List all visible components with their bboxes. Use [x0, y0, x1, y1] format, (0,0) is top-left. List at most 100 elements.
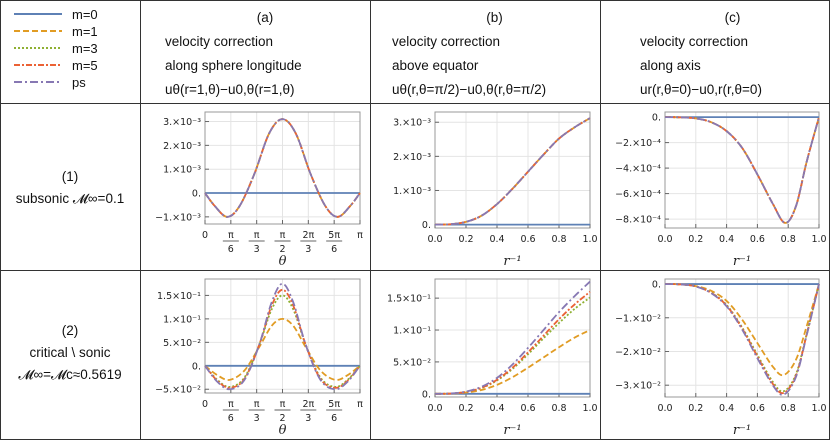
x-tick-label: 2π3 [300, 230, 317, 255]
y-tick-label: −3.×10⁻² [615, 381, 661, 392]
y-tick-label: 3.×10⁻³ [163, 117, 201, 128]
y-tick-label: 1.×10⁻¹ [393, 326, 431, 337]
x-tick-label: π3 [248, 230, 265, 255]
table-divider-row [0, 270, 830, 271]
series-line-m5 [664, 116, 820, 224]
x-axis-label: r⁻¹ [733, 423, 751, 438]
row-line1: subsonic 𝓜∞=0.1 [15, 191, 125, 206]
y-tick-label: 1.5×10⁻¹ [157, 291, 201, 302]
x-tick-den: 3 [305, 244, 311, 255]
x-tick-label: 0.2 [458, 403, 473, 414]
y-tick-label: −2.×10⁻⁴ [615, 138, 661, 149]
plot-frame [664, 111, 820, 229]
row-number: (1) [61, 169, 79, 184]
legend-label: m=1 [72, 23, 98, 39]
column-line1: velocity correction [640, 34, 749, 49]
x-tick-label: π [357, 399, 363, 410]
x-tick-label: 0.4 [719, 234, 734, 245]
legend-swatch [14, 81, 62, 83]
series-line-ps [204, 118, 361, 218]
table-divider-col2 [370, 0, 371, 440]
x-tick-label: 0.0 [657, 234, 672, 245]
x-tick-den: 6 [228, 244, 234, 255]
x-tick-num: 2π [302, 399, 314, 410]
column-header-a: (a) velocity correction along sphere lon… [165, 6, 365, 102]
y-tick-label: 0. [422, 220, 431, 231]
series-line-ps [204, 282, 361, 391]
y-tick-label: 1.5×10⁻¹ [387, 294, 431, 305]
series-line-m1 [434, 117, 591, 226]
x-tick-num: π [254, 399, 260, 410]
series-line-m5 [434, 291, 591, 395]
column-line2: above equator [392, 58, 479, 73]
legend-item: m=5 [14, 57, 98, 73]
x-tick-num: π [228, 399, 234, 410]
y-tick-label: −6.×10⁻⁴ [615, 189, 661, 200]
x-tick-den: 6 [331, 244, 337, 255]
table-divider-col1 [140, 0, 141, 440]
y-tick-label: −5.×10⁻² [155, 385, 201, 396]
y-tick-label: 5.×10⁻² [163, 338, 201, 349]
legend-item: m=3 [14, 40, 98, 56]
x-tick-label: 1.0 [582, 234, 597, 245]
x-axis-label: r⁻¹ [503, 423, 521, 438]
x-tick-label: π2 [274, 399, 291, 424]
x-tick-label: π3 [248, 399, 265, 424]
legend-swatch [14, 13, 62, 15]
x-tick-label: 0.8 [551, 234, 566, 245]
x-tick-label: 0.4 [489, 234, 504, 245]
column-line1: velocity correction [165, 34, 274, 49]
series-line-ps [434, 117, 591, 226]
x-tick-label: 0.6 [750, 403, 765, 414]
series-line-m3 [434, 117, 591, 226]
series-line-ps [664, 116, 820, 224]
series-line-m5 [664, 283, 820, 395]
x-tick-den: 3 [254, 413, 260, 424]
column-line1: velocity correction [392, 34, 501, 49]
row-label-2: (2) critical \ sonic 𝓜∞=𝓜c≈0.5619 [4, 320, 136, 386]
x-tick-den: 2 [279, 244, 285, 255]
table-border-top [0, 0, 830, 1]
x-tick-label: 0 [202, 399, 208, 410]
column-header-b: (b) velocity correction above equator uθ… [392, 6, 597, 102]
legend-label: ps [72, 74, 86, 90]
row-line1: critical \ sonic [29, 345, 111, 360]
y-tick-label: 2.×10⁻³ [163, 141, 201, 152]
x-tick-label: 0.8 [781, 403, 796, 414]
series-line-ps [664, 283, 820, 396]
column-line3: uθ(r,θ=π/2)−u0,θ(r,θ=π/2) [392, 82, 547, 97]
y-tick-label: 2.×10⁻³ [393, 152, 431, 163]
legend-label: m=3 [72, 40, 98, 56]
row-number: (2) [61, 323, 79, 338]
y-tick-label: −4.×10⁻⁴ [615, 164, 661, 175]
x-tick-label: 0.2 [688, 403, 703, 414]
x-tick-label: 0.6 [520, 234, 535, 245]
x-tick-label: 5π6 [326, 230, 343, 255]
legend-swatch [14, 47, 62, 49]
x-tick-label: 0.8 [781, 234, 796, 245]
x-tick-den: 6 [331, 413, 337, 424]
x-axis-label: r⁻¹ [503, 254, 521, 269]
series-line-m5 [434, 117, 591, 226]
legend-swatch [14, 64, 62, 66]
x-tick-label: 5π6 [326, 399, 343, 424]
table-border-left [0, 0, 1, 440]
x-tick-num: π [228, 230, 234, 241]
legend-item: ps [14, 74, 86, 90]
x-tick-num: π [280, 230, 286, 241]
x-tick-label: 0 [202, 230, 208, 241]
y-tick-label: −8.×10⁻⁴ [615, 215, 661, 226]
x-tick-label: 0.6 [520, 403, 535, 414]
x-tick-label: 0.2 [688, 234, 703, 245]
x-axis-label: θ [279, 423, 287, 438]
column-line3: uθ(r=1,θ)−u0,θ(r=1,θ) [165, 82, 295, 97]
series-line-ps [434, 280, 591, 395]
column-letter: (a) [256, 10, 274, 25]
row-line2: 𝓜∞=𝓜c≈0.5619 [18, 367, 122, 382]
